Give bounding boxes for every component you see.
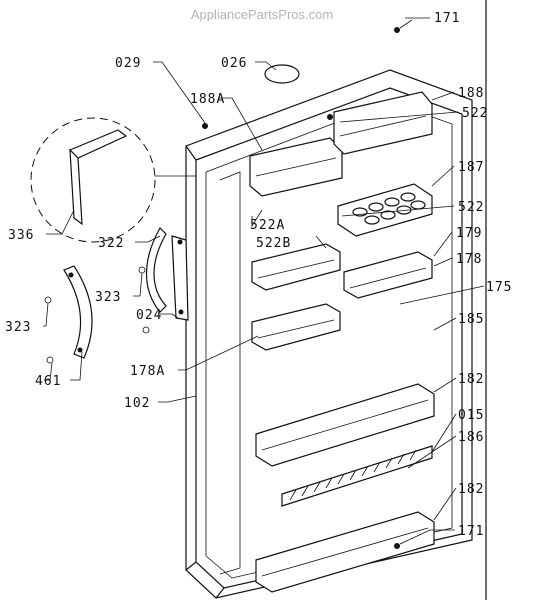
shelf-522B: [251, 243, 341, 291]
screw-171-top: [394, 27, 400, 33]
label-323-lower: 323: [5, 320, 31, 335]
grille-015: [281, 445, 433, 507]
bin-188: [333, 91, 433, 155]
bin-188A: [249, 114, 343, 197]
label-522-upper: 522: [462, 106, 488, 121]
label-182-upper: 182: [458, 372, 484, 387]
screw-171-bottom: [394, 543, 400, 549]
label-171-top: 171: [434, 11, 460, 26]
screw-029: [202, 123, 208, 129]
label-178A: 178A: [130, 364, 165, 379]
label-029: 029: [115, 56, 141, 71]
watermark-text: AppliancePartsPros.com: [191, 7, 333, 22]
label-015: 015: [458, 408, 484, 423]
label-182-lower: 182: [458, 482, 484, 497]
label-522A: 522A: [250, 218, 285, 233]
label-188A: 188A: [190, 92, 225, 107]
bin-182-lower: [255, 511, 435, 593]
label-522-lower: 522: [458, 200, 484, 215]
label-185: 185: [458, 312, 484, 327]
label-323-upper: 323: [95, 290, 121, 305]
label-171-bottom: 171: [458, 524, 484, 539]
bin-182-upper: [255, 383, 435, 467]
label-187: 187: [458, 160, 484, 175]
label-024: 024: [136, 308, 162, 323]
label-026: 026: [221, 56, 247, 71]
shelf-178: [343, 251, 433, 299]
shelf-178A: [251, 303, 341, 351]
cap-026: [264, 64, 300, 84]
label-178: 178: [456, 252, 482, 267]
handle-assembly: [44, 227, 189, 364]
label-102: 102: [124, 396, 150, 411]
label-179: 179: [456, 226, 482, 241]
label-175: 175: [486, 280, 512, 295]
label-336: 336: [8, 228, 34, 243]
label-461: 461: [35, 374, 61, 389]
label-322: 322: [98, 236, 124, 251]
label-188: 188: [458, 86, 484, 101]
leader-lines: [43, 17, 485, 545]
egg-tray-187: [337, 183, 433, 237]
label-522B: 522B: [256, 236, 291, 251]
label-186: 186: [458, 430, 484, 445]
gasket-detail: [30, 117, 196, 243]
